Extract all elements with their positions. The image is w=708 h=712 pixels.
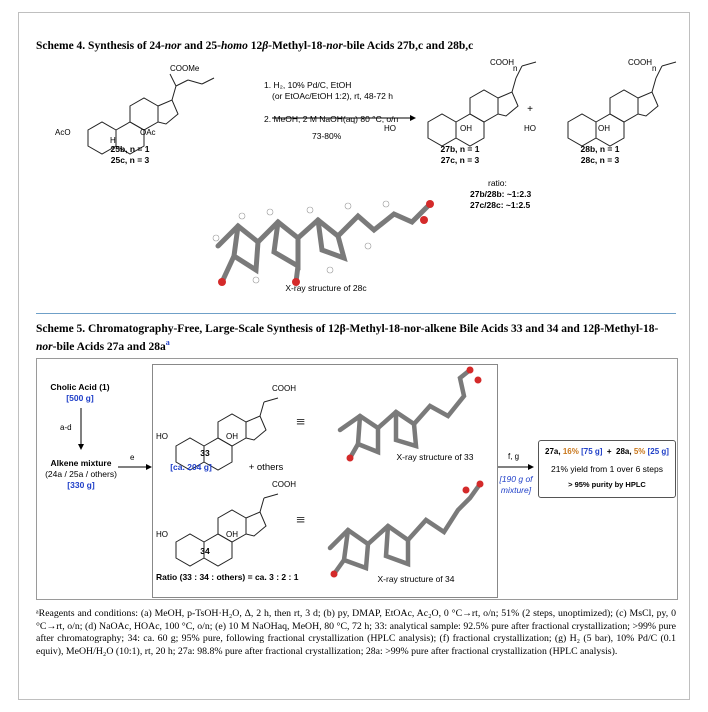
plus-sign: + <box>527 104 533 115</box>
cooh-label-28: COOH <box>628 58 652 67</box>
products-box <box>152 364 498 598</box>
xray-33-caption: X-ray structure of 33 <box>396 452 474 462</box>
ho-34: HO <box>156 530 168 539</box>
alkene-mixture: Alkene mixture(24a / 25a / others)[330 g… <box>45 458 117 490</box>
xray-34-caption: X-ray structure of 34 <box>377 574 455 584</box>
n-label-27: n <box>513 64 518 73</box>
scheme5-container <box>36 358 678 600</box>
cooh-34: COOH <box>272 480 296 489</box>
ratio-block: ratio: 27b/28b: ~1:2.3 27c/28c: ~1:2.5 <box>470 178 532 210</box>
step-e: e <box>130 453 135 462</box>
arrow-e <box>118 464 152 470</box>
steroid-33-34 <box>175 397 279 567</box>
steroid-27-skeleton <box>427 61 537 147</box>
result-purity: > 95% purity by HPLC <box>568 480 646 489</box>
xray-34-image <box>327 480 484 578</box>
cooMe-label: COOMe <box>170 64 200 73</box>
oh-33: OH <box>226 432 238 441</box>
scheme4-structures <box>87 61 677 155</box>
equiv-34: ≡ <box>296 512 306 529</box>
scheme-divider <box>36 313 676 314</box>
compound-34: 34 <box>200 546 210 556</box>
ho-label-28: HO <box>524 124 536 133</box>
cholic-acid: Cholic Acid (1)[500 g] <box>50 382 110 403</box>
oh-label-28: OH <box>598 124 610 133</box>
scheme4-title: Scheme 4. Synthesis of 24-nor and 25-hom… <box>36 40 474 52</box>
plus-others: + others <box>248 462 284 473</box>
step-fg: f, g <box>508 452 520 461</box>
xray-28c-image <box>212 200 434 286</box>
equiv-33: ≡ <box>296 414 306 431</box>
oh-34: OH <box>226 530 238 539</box>
n-label-28: n <box>652 64 657 73</box>
steroid-25-skeleton <box>87 73 215 155</box>
ho-label-27: HO <box>384 124 396 133</box>
steroid-28-skeleton <box>567 61 677 147</box>
result-box <box>538 440 676 498</box>
xray-28c-caption: X-ray structure of 28c <box>285 283 367 293</box>
arrow-ad <box>78 408 84 450</box>
cooh-33: COOH <box>272 384 296 393</box>
ca204: [ca. 204 g] <box>170 462 212 472</box>
compound-33: 33 <box>200 448 210 458</box>
result-line1: 27a, 16% [75 g] + 28a, 5% [25 g] <box>545 447 669 456</box>
page-frame <box>18 12 690 700</box>
step-ad: a-d <box>60 423 72 432</box>
h-label-25: H <box>110 136 116 145</box>
oh-label-27: OH <box>460 124 472 133</box>
scheme5-title: Scheme 5. Chromatography-Free, Large-Sca… <box>36 323 659 353</box>
ratio-33-34: Ratio (33 : 34 : others) = ca. 3 : 2 : 1 <box>156 572 299 582</box>
result-yield: 21% yield from 1 over 6 steps <box>551 464 663 474</box>
oac-label: OAc <box>140 128 156 137</box>
arrow-fg <box>498 464 534 470</box>
scheme4-conditions: 1. H₂, 10% Pd/C, EtOH (or EtOAc/EtOH 1:2… <box>264 80 399 141</box>
footnote: ᵃReagents and conditions: (a) MeOH, p-Ts… <box>36 608 676 657</box>
cooh-label-27: COOH <box>490 58 514 67</box>
aco-label: AcO <box>55 128 71 137</box>
ho-33: HO <box>156 432 168 441</box>
xray-33-image <box>337 366 482 462</box>
